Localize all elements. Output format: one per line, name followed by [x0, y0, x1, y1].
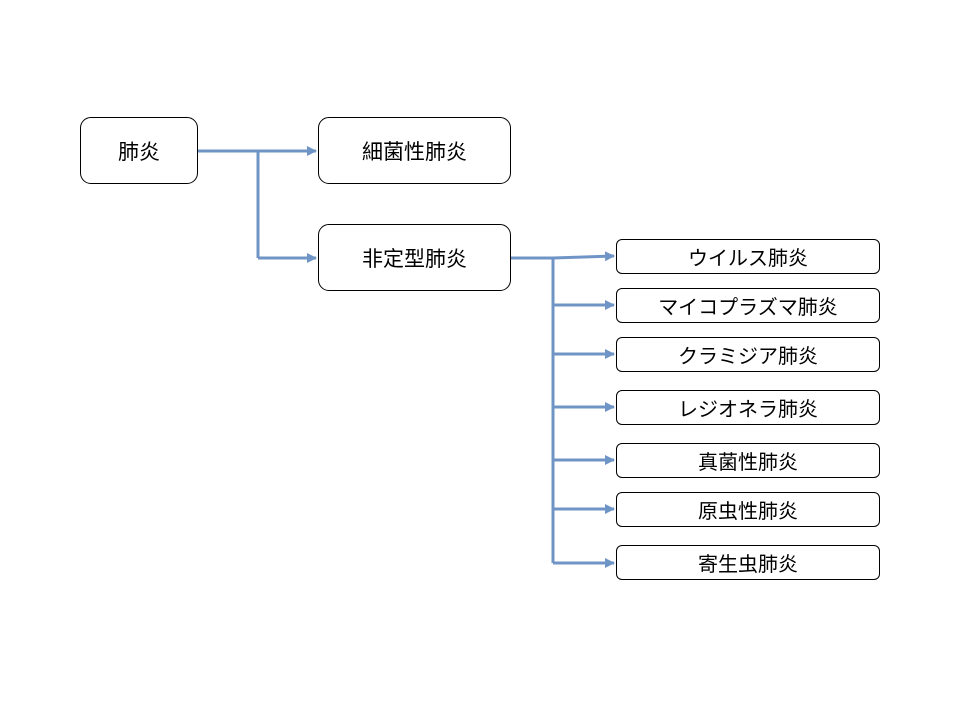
node-mycoplasma-label: マイコプラズマ肺炎 [658, 295, 838, 319]
node-root-label: 肺炎 [118, 139, 160, 164]
node-legionella: レジオネラ肺炎 [616, 390, 880, 425]
node-atypical: 非定型肺炎 [318, 224, 511, 291]
node-fungal-label: 真菌性肺炎 [698, 450, 798, 474]
node-atypical-label: 非定型肺炎 [362, 246, 467, 271]
node-mycoplasma: マイコプラズマ肺炎 [616, 288, 880, 323]
node-parasitic: 寄生虫肺炎 [616, 545, 880, 580]
node-fungal: 真菌性肺炎 [616, 443, 880, 478]
node-root: 肺炎 [80, 117, 198, 184]
node-bacterial: 細菌性肺炎 [318, 117, 511, 184]
arrow-to-virus [552, 251, 615, 262]
node-chlamydia-label: クラミジア肺炎 [678, 344, 818, 368]
node-legionella-label: レジオネラ肺炎 [678, 397, 818, 421]
node-bacterial-label: 細菌性肺炎 [362, 139, 467, 164]
node-virus-label: ウイルス肺炎 [688, 246, 808, 270]
node-virus: ウイルス肺炎 [616, 239, 880, 274]
node-parasitic-label: 寄生虫肺炎 [698, 552, 798, 576]
node-protozoal: 原虫性肺炎 [616, 492, 880, 527]
node-chlamydia: クラミジア肺炎 [616, 337, 880, 372]
node-protozoal-label: 原虫性肺炎 [698, 499, 798, 523]
